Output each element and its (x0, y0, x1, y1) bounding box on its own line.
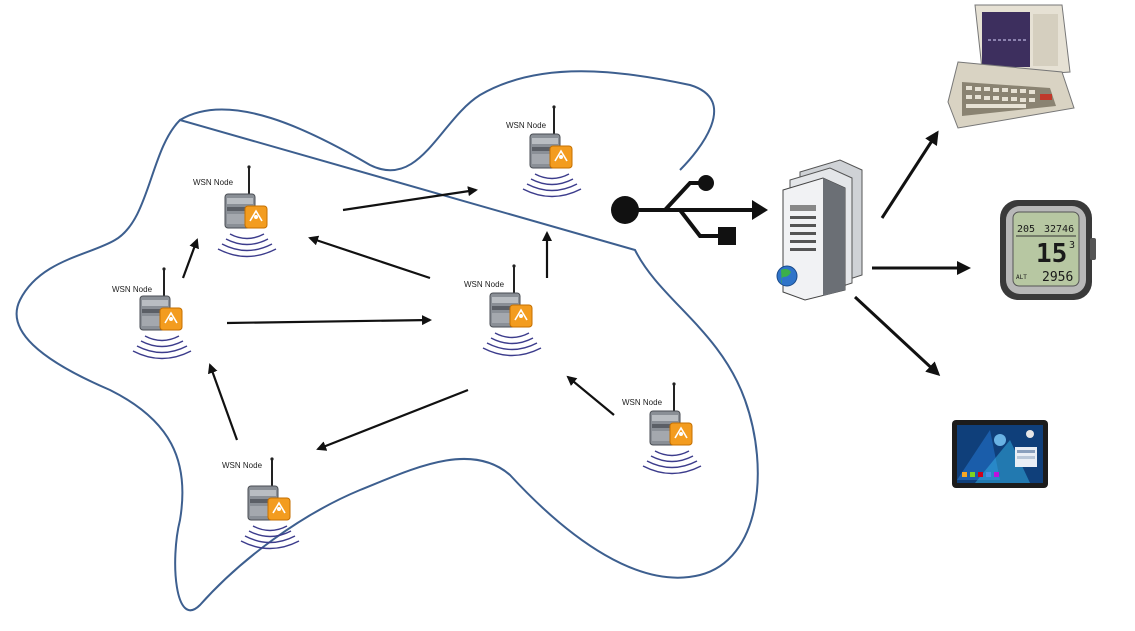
server-icon (782, 159, 863, 301)
wsn-node-icon (240, 456, 300, 550)
wsn-node-icon (642, 381, 702, 475)
wsn-node-3: WSN Node (112, 266, 192, 360)
network-cloud-outline (15, 70, 759, 612)
wsn-node-1: WSN Node (193, 164, 277, 258)
lcd-alt-label: ALT (1016, 274, 1027, 281)
lcd-top-right: 32746 (1044, 224, 1074, 235)
lcd-big-sup: 3 (1069, 240, 1075, 251)
wsn-node-5: WSN Node (622, 381, 702, 475)
lcd-big-value: 15 (1036, 239, 1067, 269)
node-label: WSN Node (464, 280, 505, 289)
wsn-node-2: WSN Node (506, 104, 582, 198)
tablet-icon (952, 420, 1048, 488)
lcd-bottom-value: 2956 (1042, 270, 1073, 285)
node-label: WSN Node (193, 178, 234, 187)
wsn-node-icon (522, 104, 582, 198)
wsn-node-6: WSN Node (222, 456, 300, 550)
node-label: WSN Node (622, 398, 663, 407)
output-arrows (853, 130, 971, 377)
node-label: WSN Node (222, 461, 263, 470)
wsn-node-icon (132, 266, 192, 360)
globe-icon (776, 265, 798, 287)
lcd-device-icon: 205 32746 15 3 ALT 2956 (1000, 200, 1096, 300)
wsn-node-icon (482, 263, 542, 357)
node-label: WSN Node (506, 121, 547, 130)
lcd-top-left: 205 (1017, 224, 1035, 235)
network-arrows (181, 186, 615, 451)
retro-computer-icon (947, 4, 1075, 129)
usb-icon (611, 175, 768, 245)
node-label: WSN Node (112, 285, 153, 294)
wsn-node-4: WSN Node (464, 263, 542, 357)
